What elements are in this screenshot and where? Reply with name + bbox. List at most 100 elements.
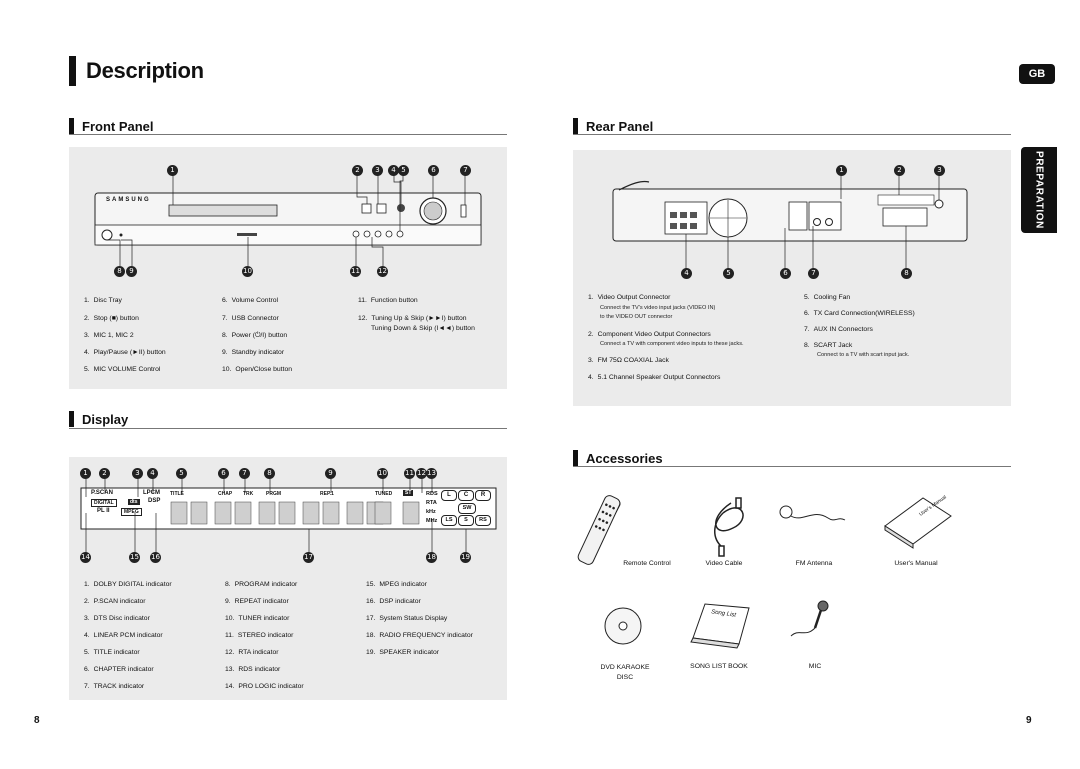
accessories-heading-bar	[573, 450, 578, 466]
indicator-mpeg: MPEG	[121, 508, 142, 516]
rear-item-8-note: Connect to a TV with scart input jack.	[817, 352, 910, 358]
speaker-s: S	[458, 515, 474, 526]
accessory-label-mic: MIC	[808, 663, 822, 670]
indicator-st: ST	[403, 490, 414, 496]
display-callout-14: 14	[80, 552, 91, 563]
front-item-7: 7. USB Connector	[222, 314, 279, 323]
display-callout-5: 5	[176, 468, 187, 479]
item-number: 2.	[84, 598, 90, 605]
item-number: 9.	[222, 349, 228, 356]
mic-jack-2	[376, 203, 387, 214]
page-title: Description	[86, 58, 204, 83]
item-label: PROGRAM indicator	[234, 581, 298, 588]
display-item-8: 8. PROGRAM indicator	[225, 580, 297, 589]
item-label: CHAPTER indicator	[93, 666, 154, 673]
mic-jack-1	[361, 203, 372, 214]
accessory-label-song-list: SONG LIST BOOK	[690, 663, 748, 670]
item-number: 12.	[358, 315, 368, 322]
item-number: 16.	[366, 598, 376, 605]
item-label: USB Connector	[231, 315, 279, 322]
users-manual-icon	[884, 497, 952, 549]
display-heading: Display	[82, 412, 129, 427]
item-label: Function button	[370, 297, 418, 304]
indicator-dts: dts	[128, 499, 140, 505]
item-number: 4.	[588, 374, 594, 381]
item-label: Disc Tray	[93, 297, 122, 304]
power-cord	[618, 180, 650, 191]
accessory-label-manual: User's Manual	[894, 560, 938, 567]
display-item-2: 2. P.SCAN indicator	[84, 597, 146, 606]
leader-2	[356, 173, 368, 204]
item-number: 7.	[84, 683, 90, 690]
display-item-3: 3. DTS Disc indicator	[84, 614, 150, 623]
item-number: 19.	[366, 649, 376, 656]
front-item-4: 4. Play/Pause (►II) button	[84, 348, 166, 357]
leader-8	[107, 239, 121, 266]
front-panel-box	[69, 147, 507, 389]
indicator-trk: TRK	[243, 491, 254, 497]
display-callout-11: 11	[404, 468, 415, 479]
seven-seg-digits	[170, 501, 420, 525]
display-item-1: 1. DOLBY DIGITAL indicator	[84, 580, 172, 589]
rear-callout-5: 5	[723, 268, 734, 279]
display-callout-16: 16	[150, 552, 161, 563]
item-number: 9.	[225, 598, 231, 605]
display-callout-12: 12	[416, 468, 427, 479]
rear-panel-heading-bar	[573, 118, 578, 134]
song-list-book-icon	[690, 603, 750, 649]
video-cable-icon	[714, 497, 744, 557]
speaker-jacks	[670, 212, 697, 229]
item-number: 7.	[804, 326, 810, 333]
item-label: 5.1 Channel Speaker Output Connectors	[597, 374, 721, 381]
callout-9: 9	[126, 266, 137, 277]
item-number: 11.	[358, 297, 367, 304]
item-number: 10.	[222, 366, 232, 373]
item-number: 14.	[225, 683, 235, 690]
item-number: 3.	[588, 357, 594, 364]
rear-callout-1: 1	[836, 165, 847, 176]
display-item-16: 16. DSP indicator	[366, 597, 421, 606]
fm-antenna-icon	[779, 505, 846, 521]
accessory-label-fm-antenna: FM Antenna	[795, 560, 833, 567]
function-button	[352, 230, 360, 238]
title-bar	[69, 56, 76, 86]
rear-item-5: 5. Cooling Fan	[804, 293, 850, 302]
display-callout-9: 9	[325, 468, 336, 479]
rear-callout-8: 8	[901, 268, 912, 279]
item-label: RTA indicator	[238, 649, 279, 656]
indicator-prgm: PRGM	[266, 491, 281, 497]
item-label: Open/Close button	[235, 366, 293, 373]
item-label: Cooling Fan	[813, 294, 851, 301]
display-callout-3: 3	[132, 468, 143, 479]
rear-item-3: 3. FM 75Ω COAXIAL Jack	[588, 356, 669, 365]
display-item-18: 18. RADIO FREQUENCY indicator	[366, 631, 473, 640]
language-badge: GB	[1019, 64, 1055, 84]
item-label: DOLBY DIGITAL indicator	[93, 581, 172, 588]
aux-jack-1	[813, 218, 821, 226]
item-number: 5.	[84, 649, 90, 656]
volume-knob-inner	[423, 201, 443, 221]
front-item-2: 2. Stop (■) button	[84, 314, 139, 323]
callout-1: 1	[167, 165, 178, 176]
item-label: MIC VOLUME Control	[93, 366, 161, 373]
item-label: RDS indicator	[238, 666, 281, 673]
accessories-rule	[573, 466, 1011, 467]
accessories-illustrations	[577, 495, 952, 649]
item-number: 13.	[225, 666, 235, 673]
item-label: TRACK indicator	[93, 683, 145, 690]
coaxial-jack	[934, 199, 944, 209]
leader-9	[121, 239, 133, 266]
callout-10: 10	[242, 266, 253, 277]
indicator-pl2: PL II	[97, 508, 110, 514]
item-number: 8.	[225, 581, 231, 588]
aux-jack-2	[825, 218, 833, 226]
remote-control-icon	[577, 495, 621, 565]
front-panel-heading: Front Panel	[82, 119, 154, 134]
display-item-12: 12. RTA indicator	[225, 648, 279, 657]
item-number: 2.	[588, 331, 594, 338]
display-illustration	[80, 479, 497, 555]
rear-item-1-note-1: Connect the TV's video input jacks (VIDE…	[600, 305, 716, 311]
component-jacks-box	[808, 201, 842, 231]
indicator-rds: RDS	[426, 491, 438, 497]
fan-blades	[710, 200, 746, 236]
